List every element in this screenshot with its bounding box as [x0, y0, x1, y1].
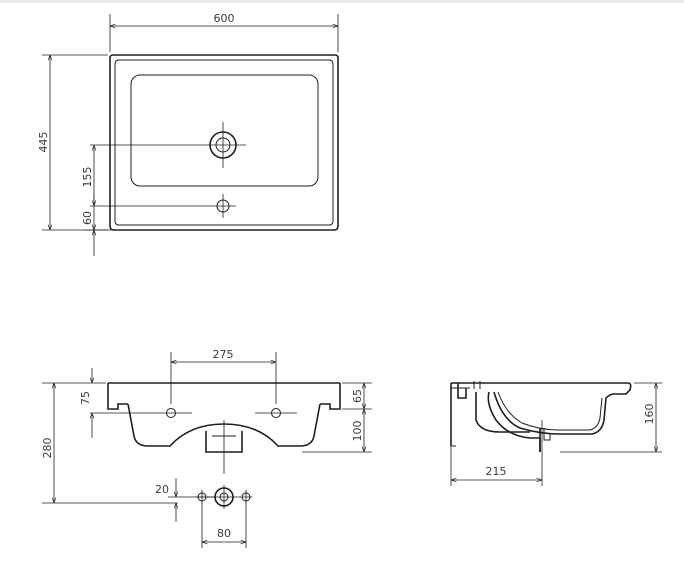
tap-hole-dimension-label: 155: [81, 167, 94, 188]
width-dimension-label: 600: [214, 12, 235, 25]
top-view-outer-outline: [109, 54, 339, 231]
holes-spacing-label: 275: [213, 348, 234, 361]
overall-height-label: 280: [41, 438, 54, 459]
top-view-bowl: [130, 74, 319, 187]
drain-offset-label: 20: [155, 483, 169, 496]
bowl-depth-label: 100: [351, 421, 364, 442]
top-view-inner-rim: [114, 59, 334, 226]
holes-height-label: 75: [79, 391, 92, 405]
side-view-basin-outer: [475, 392, 530, 433]
overflow-dimension-label: 60: [81, 211, 94, 225]
height-dimension-label: 445: [37, 132, 50, 153]
top-view: 600 445 155 60: [37, 12, 339, 256]
side-drain-distance-label: 215: [486, 465, 507, 478]
side-view-bowl: [493, 391, 620, 435]
side-view-rim: [451, 382, 632, 395]
side-view: 160 215: [450, 381, 662, 486]
rim-depth-label: 65: [351, 389, 364, 403]
top-border-line: [0, 0, 684, 3]
drain-spacing-label: 80: [217, 527, 231, 540]
front-view: 275 75 280 65 100 20: [41, 348, 372, 548]
side-height-label: 160: [643, 404, 656, 425]
